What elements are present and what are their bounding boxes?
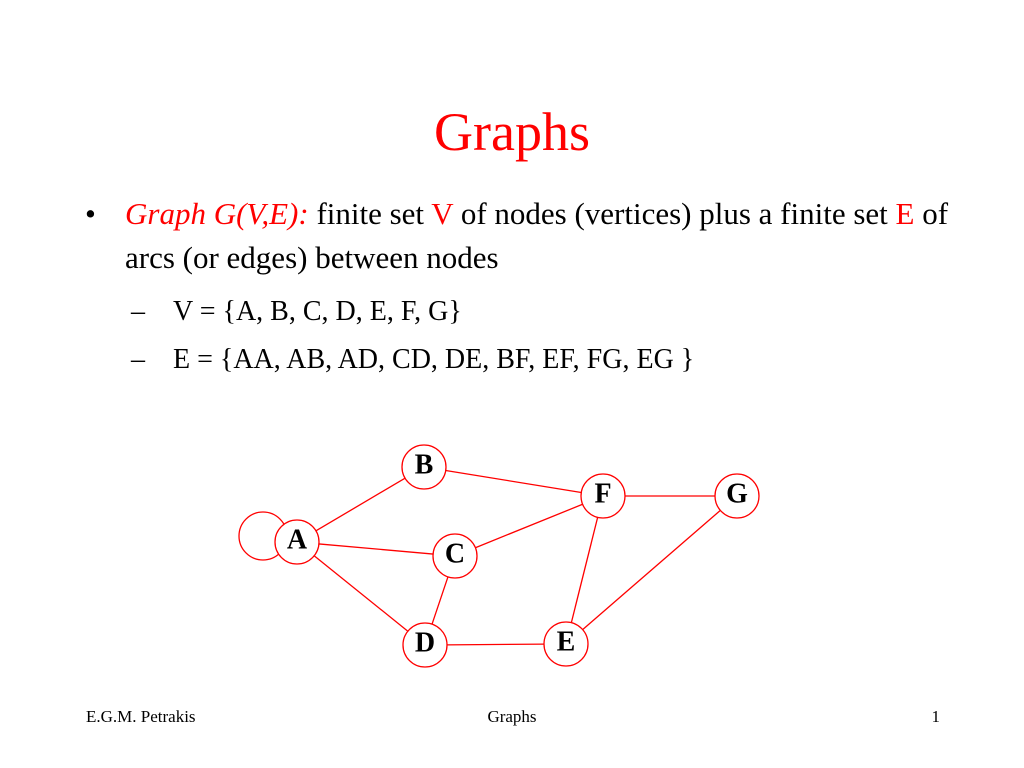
node-C-label: C bbox=[445, 539, 465, 570]
subbullet-marker: – bbox=[131, 296, 145, 327]
node-A-circle bbox=[274, 519, 320, 565]
node-B: B bbox=[401, 444, 447, 490]
node-D-circle bbox=[402, 622, 448, 668]
bullet-marker: • bbox=[85, 196, 96, 231]
edge-BF bbox=[445, 469, 582, 494]
node-F: F bbox=[580, 473, 626, 519]
edge-CD bbox=[431, 576, 449, 625]
node-B-circle bbox=[401, 444, 447, 490]
vertex-set-text: V = {A, B, C, D, E, F, G} bbox=[173, 296, 462, 327]
node-E-circle bbox=[543, 621, 589, 667]
node-E-label: E bbox=[557, 627, 576, 658]
footer-author: E.G.M. Petrakis bbox=[86, 707, 196, 726]
edge-DE bbox=[446, 643, 545, 646]
definition-text-3: of arcs (or edges) between nodes bbox=[125, 196, 949, 275]
edge-AC bbox=[318, 543, 434, 555]
edge-AD bbox=[313, 555, 409, 632]
edge-CF bbox=[475, 503, 583, 549]
subbullet-vertex-set: –V = {A, B, C, D, E, F, G} bbox=[85, 294, 965, 330]
slide-title: Graphs bbox=[434, 102, 590, 162]
footer-page-number: 1 bbox=[931, 707, 941, 726]
subbullet-marker: – bbox=[131, 344, 145, 375]
term-graph: Graph G(V,E): bbox=[125, 196, 309, 231]
node-G-circle bbox=[714, 473, 760, 519]
subbullet-edge-set: –E = {AA, AB, AD, CD, DE, BF, EF, FG, EG… bbox=[85, 342, 965, 378]
node-G: G bbox=[714, 473, 760, 519]
definition-text-2: of nodes (vertices) plus a finite set bbox=[453, 196, 896, 231]
node-F-circle bbox=[580, 473, 626, 519]
term-e: E bbox=[895, 196, 915, 231]
node-D-label: D bbox=[415, 628, 435, 659]
edge-AB bbox=[315, 477, 406, 532]
definition-text-1: finite set bbox=[308, 196, 432, 231]
node-C: C bbox=[432, 533, 478, 579]
bullet-list: • Graph G(V,E): finite set V of nodes (ve… bbox=[85, 192, 965, 378]
bullet-graph-definition: • Graph G(V,E): finite set V of nodes (ve… bbox=[85, 192, 965, 280]
node-D: D bbox=[402, 622, 448, 668]
node-G-label: G bbox=[726, 479, 748, 510]
edge-set-text: E = {AA, AB, AD, CD, DE, BF, EF, FG, EG … bbox=[173, 344, 695, 375]
node-C-circle bbox=[432, 533, 478, 579]
node-E: E bbox=[543, 621, 589, 667]
footer-title: Graphs bbox=[487, 707, 537, 726]
edge-EF bbox=[570, 517, 599, 623]
node-B-label: B bbox=[415, 450, 434, 481]
graph-edges bbox=[238, 469, 721, 646]
node-A-label: A bbox=[287, 525, 308, 556]
term-v: V bbox=[431, 196, 454, 231]
graph-nodes: A B C D E F G bbox=[274, 444, 760, 668]
node-A: A bbox=[274, 519, 320, 565]
edge-EG bbox=[582, 509, 721, 631]
node-F-label: F bbox=[594, 479, 611, 510]
